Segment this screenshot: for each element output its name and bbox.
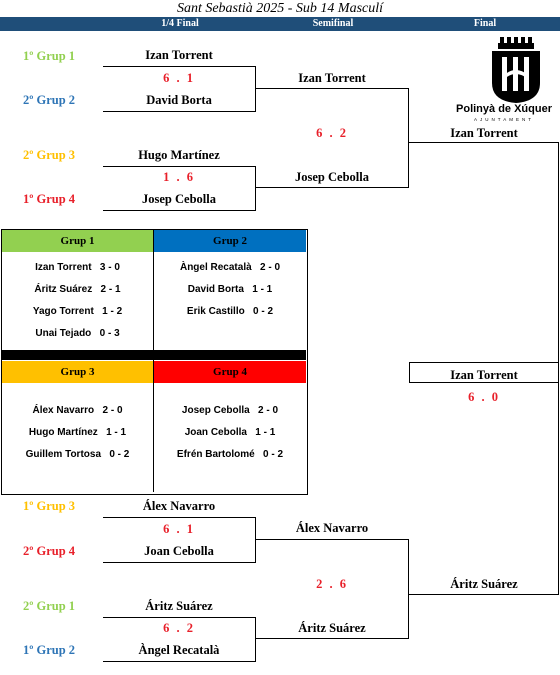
group-divider xyxy=(2,350,306,360)
group3-row: Hugo Martínez 1 - 1 xyxy=(28,427,127,438)
group2-row: David Borta 1 - 1 xyxy=(187,284,273,295)
qf2-score: 1 . 6 xyxy=(163,170,195,184)
sf1-player-bottom: Josep Cebolla xyxy=(295,170,369,184)
group3-row: Guillem Tortosa 0 - 2 xyxy=(25,449,130,460)
sf1-player-top: Izan Torrent xyxy=(298,71,366,85)
group3-header: Grup 3 xyxy=(2,361,153,383)
qf4-player-bottom: Àngel Recatalà xyxy=(138,643,220,657)
final-winner: Izan Torrent xyxy=(450,368,518,382)
header-quarter: 1/4 Final xyxy=(161,18,199,29)
sf2-score: 2 . 6 xyxy=(316,577,348,591)
round-header-bar: 1/4 Final Semifinal Final xyxy=(0,17,560,31)
seed-label: 2º Grup 4 xyxy=(23,544,76,558)
group1-row: Izan Torrent 3 - 0 xyxy=(35,262,120,273)
qf3-player-bottom: Joan Cebolla xyxy=(144,544,214,558)
sf1-score: 6 . 2 xyxy=(316,126,348,140)
seed-label: 2º Grup 2 xyxy=(23,93,76,107)
group1-header: Grup 1 xyxy=(2,230,153,252)
qf2-player-bottom: Josep Cebolla xyxy=(142,192,216,206)
group1-row: Unai Tejado 0 - 3 xyxy=(35,328,120,339)
qf1-score: 6 . 1 xyxy=(163,71,195,85)
qf4-score: 6 . 2 xyxy=(163,621,195,635)
final-player-top: Izan Torrent xyxy=(450,126,518,140)
seed-label: 2º Grup 3 xyxy=(23,148,76,162)
group4-row: Joan Cebolla 1 - 1 xyxy=(184,427,276,438)
qf4-player-top: Áritz Suárez xyxy=(145,599,213,613)
qf3-player-top: Álex Navarro xyxy=(142,499,216,513)
group1-row: Áritz Suárez 2 - 1 xyxy=(34,284,121,295)
groups-panel xyxy=(1,229,308,495)
sf2-player-bottom: Áritz Suárez xyxy=(298,621,366,635)
qf3-score: 6 . 1 xyxy=(163,522,195,536)
qf1-player-top: Izan Torrent xyxy=(145,48,213,62)
header-final: Final xyxy=(473,18,497,29)
group4-row: Efrén Bartolomé 0 - 2 xyxy=(176,449,284,460)
group1-row: Yago Torrent 1 - 2 xyxy=(32,306,123,317)
sf2-player-top: Álex Navarro xyxy=(295,521,369,535)
page-title: Sant Sebastià 2025 - Sub 14 Masculí xyxy=(176,1,384,16)
group3-row: Álex Navarro 2 - 0 xyxy=(32,405,123,416)
town-subtitle: AJUNTAMENT xyxy=(474,117,534,122)
group2-row: Àngel Recatalà 2 - 0 xyxy=(179,262,281,273)
group2-header: Grup 2 xyxy=(154,230,306,252)
group4-row: Josep Cebolla 2 - 0 xyxy=(181,405,279,416)
final-score: 6 . 0 xyxy=(468,390,500,404)
town-name: Polinyà de Xúquer xyxy=(456,103,552,115)
seed-label: 1º Grup 2 xyxy=(23,643,76,657)
qf1-player-bottom: David Borta xyxy=(146,93,212,107)
seed-label: 1º Grup 3 xyxy=(23,499,76,513)
seed-label: 2º Grup 1 xyxy=(23,599,76,613)
seed-label: 1º Grup 4 xyxy=(23,192,76,206)
header-semi: Semifinal xyxy=(312,18,354,29)
final-player-bottom: Áritz Suárez xyxy=(450,577,518,591)
seed-label: 1º Grup 1 xyxy=(23,49,76,63)
qf2-player-top: Hugo Martínez xyxy=(138,148,220,162)
town-crest-icon xyxy=(492,37,540,103)
group4-header: Grup 4 xyxy=(154,361,306,383)
group2-row: Erik Castillo 0 - 2 xyxy=(186,306,274,317)
